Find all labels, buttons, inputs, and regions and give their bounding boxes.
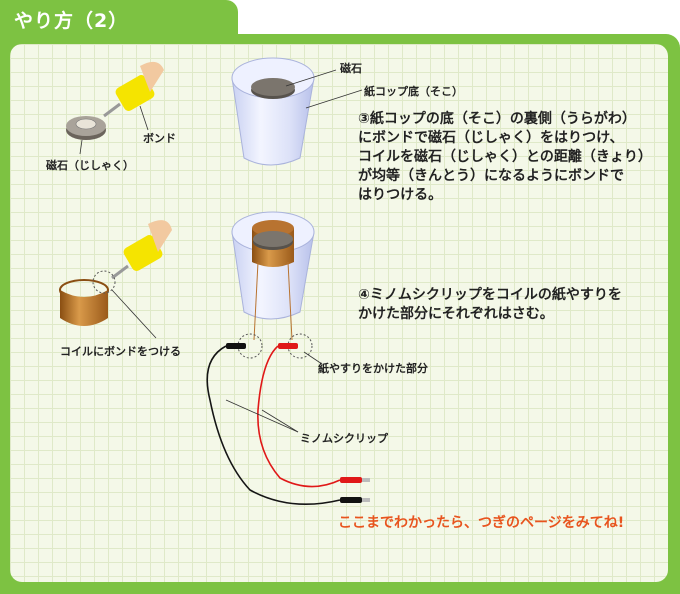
paper-cup-top: [231, 57, 315, 166]
step-4-line: かけた部分にそれぞれはさむ。: [358, 306, 554, 322]
coil-left: [59, 279, 109, 326]
step-3-line: コイルを磁石（じしゃく）との距離（きょり）: [358, 149, 652, 165]
step-3-text: ③紙コップの底（そこ）の裏側（うらがわ） にボンドで磁石（じしゃく）をはりつけ、…: [358, 110, 652, 205]
step-4-text: ④ミノムシクリップをコイルの紙やすりを かけた部分にそれぞれはさむ。: [358, 286, 622, 324]
wire-black: [206, 345, 341, 505]
clip-black-top: [226, 343, 246, 349]
small-magnet: [66, 116, 106, 140]
clip-red-bottom: [340, 477, 370, 483]
grid-panel: [10, 44, 668, 582]
label-magnet-left: 磁石（じしゃく）: [46, 159, 134, 172]
clip-black-bottom: [340, 497, 370, 503]
label-sanded-part: 紙やすりをかけた部分: [318, 362, 428, 375]
step-3-line: はりつける。: [358, 187, 443, 203]
step-3-line: ③紙コップの底（そこ）の裏側（うらがわ）: [358, 111, 636, 127]
bond-tube-2: [111, 220, 172, 280]
paper-cup-coil: [231, 211, 315, 341]
label-magnet-top: 磁石: [340, 62, 362, 75]
wire-red: [257, 345, 341, 488]
label-bond: ボンド: [143, 132, 176, 145]
label-coil-bond: コイルにボンドをつける: [60, 345, 181, 358]
page-title: やり方（2）: [14, 10, 129, 32]
step-3-line: にボンドで磁石（じしゃく）をはりつけ、: [358, 130, 624, 146]
step-4-line: ④ミノムシクリップをコイルの紙やすりを: [358, 287, 622, 303]
next-page-note: ここまでわかったら、つぎのページをみてね!: [338, 515, 625, 531]
clip-red-top: [278, 343, 298, 349]
label-cup-bottom: 紙コップ底（そこ）: [364, 85, 463, 98]
bond-tube: [103, 61, 164, 118]
step-3-line: が均等（きんとう）になるようにボンドで: [358, 168, 624, 184]
label-clip: ミノムシクリップ: [300, 432, 388, 445]
